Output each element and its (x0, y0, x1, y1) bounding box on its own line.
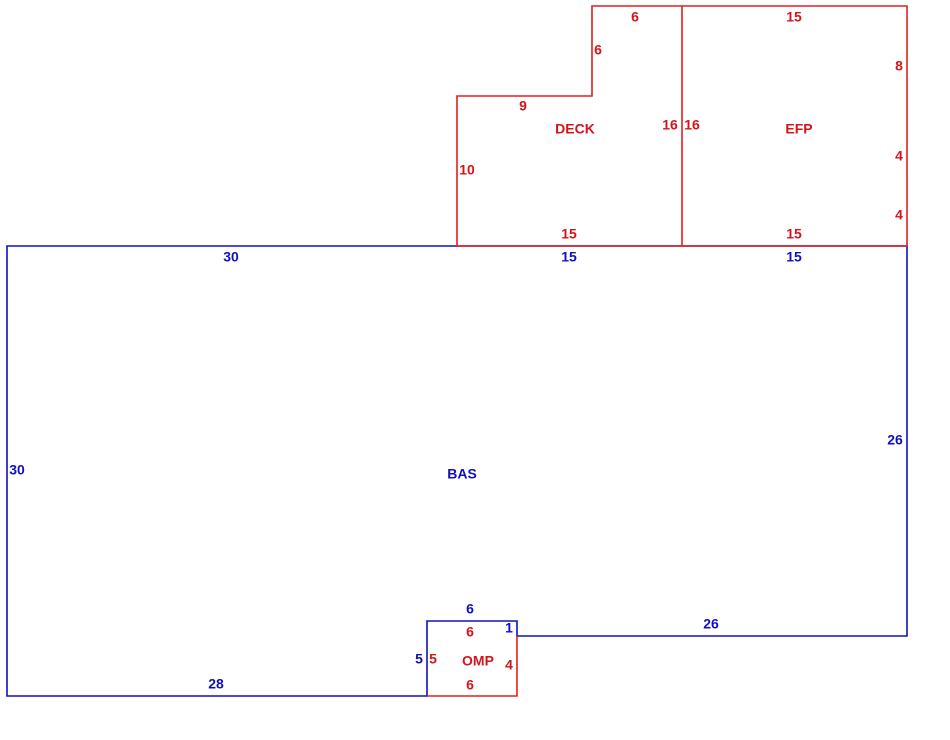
bas-area-label: BAS (447, 466, 477, 482)
bas-dim-step-right: 1 (505, 620, 513, 636)
bas-dim-step-top: 6 (466, 601, 474, 617)
omp-outline (427, 636, 518, 697)
deck-dim-upper-side: 6 (594, 42, 602, 58)
deck-area-label: DECK (555, 121, 595, 137)
bas-dim-bottom-left: 28 (208, 676, 224, 692)
efp-area-label: EFP (785, 121, 812, 137)
bas-dim-step-left: 5 (415, 651, 423, 667)
deck-dim-ledge: 9 (519, 98, 527, 114)
efp-dim-bottom: 15 (786, 226, 802, 242)
omp-dim-left: 5 (429, 651, 437, 667)
deck-dim-top: 6 (631, 9, 639, 25)
bas-dim-top-mid: 15 (561, 249, 577, 265)
efp-dim-left: 16 (684, 117, 700, 133)
omp-area-label: OMP (462, 653, 494, 669)
deck-dim-bottom: 15 (561, 226, 577, 242)
bas-dim-bottom-right: 26 (703, 616, 719, 632)
omp-dim-right: 4 (505, 657, 513, 673)
efp-dim-right-mid: 4 (895, 148, 903, 164)
efp-dim-right-upper: 8 (895, 58, 903, 74)
omp-dim-top: 6 (466, 624, 474, 640)
bas-dim-left: 30 (9, 462, 25, 478)
bas-dim-top-right: 15 (786, 249, 802, 265)
efp-dim-right-lower: 4 (895, 207, 903, 223)
bas-outline (6, 245, 908, 697)
deck-dim-right: 16 (662, 117, 678, 133)
deck-dim-left: 10 (459, 162, 475, 178)
bas-dim-top-left: 30 (223, 249, 239, 265)
bas-dim-right: 26 (887, 432, 903, 448)
efp-dim-top: 15 (786, 9, 802, 25)
omp-dim-bottom: 6 (466, 677, 474, 693)
efp-outline (682, 5, 908, 247)
